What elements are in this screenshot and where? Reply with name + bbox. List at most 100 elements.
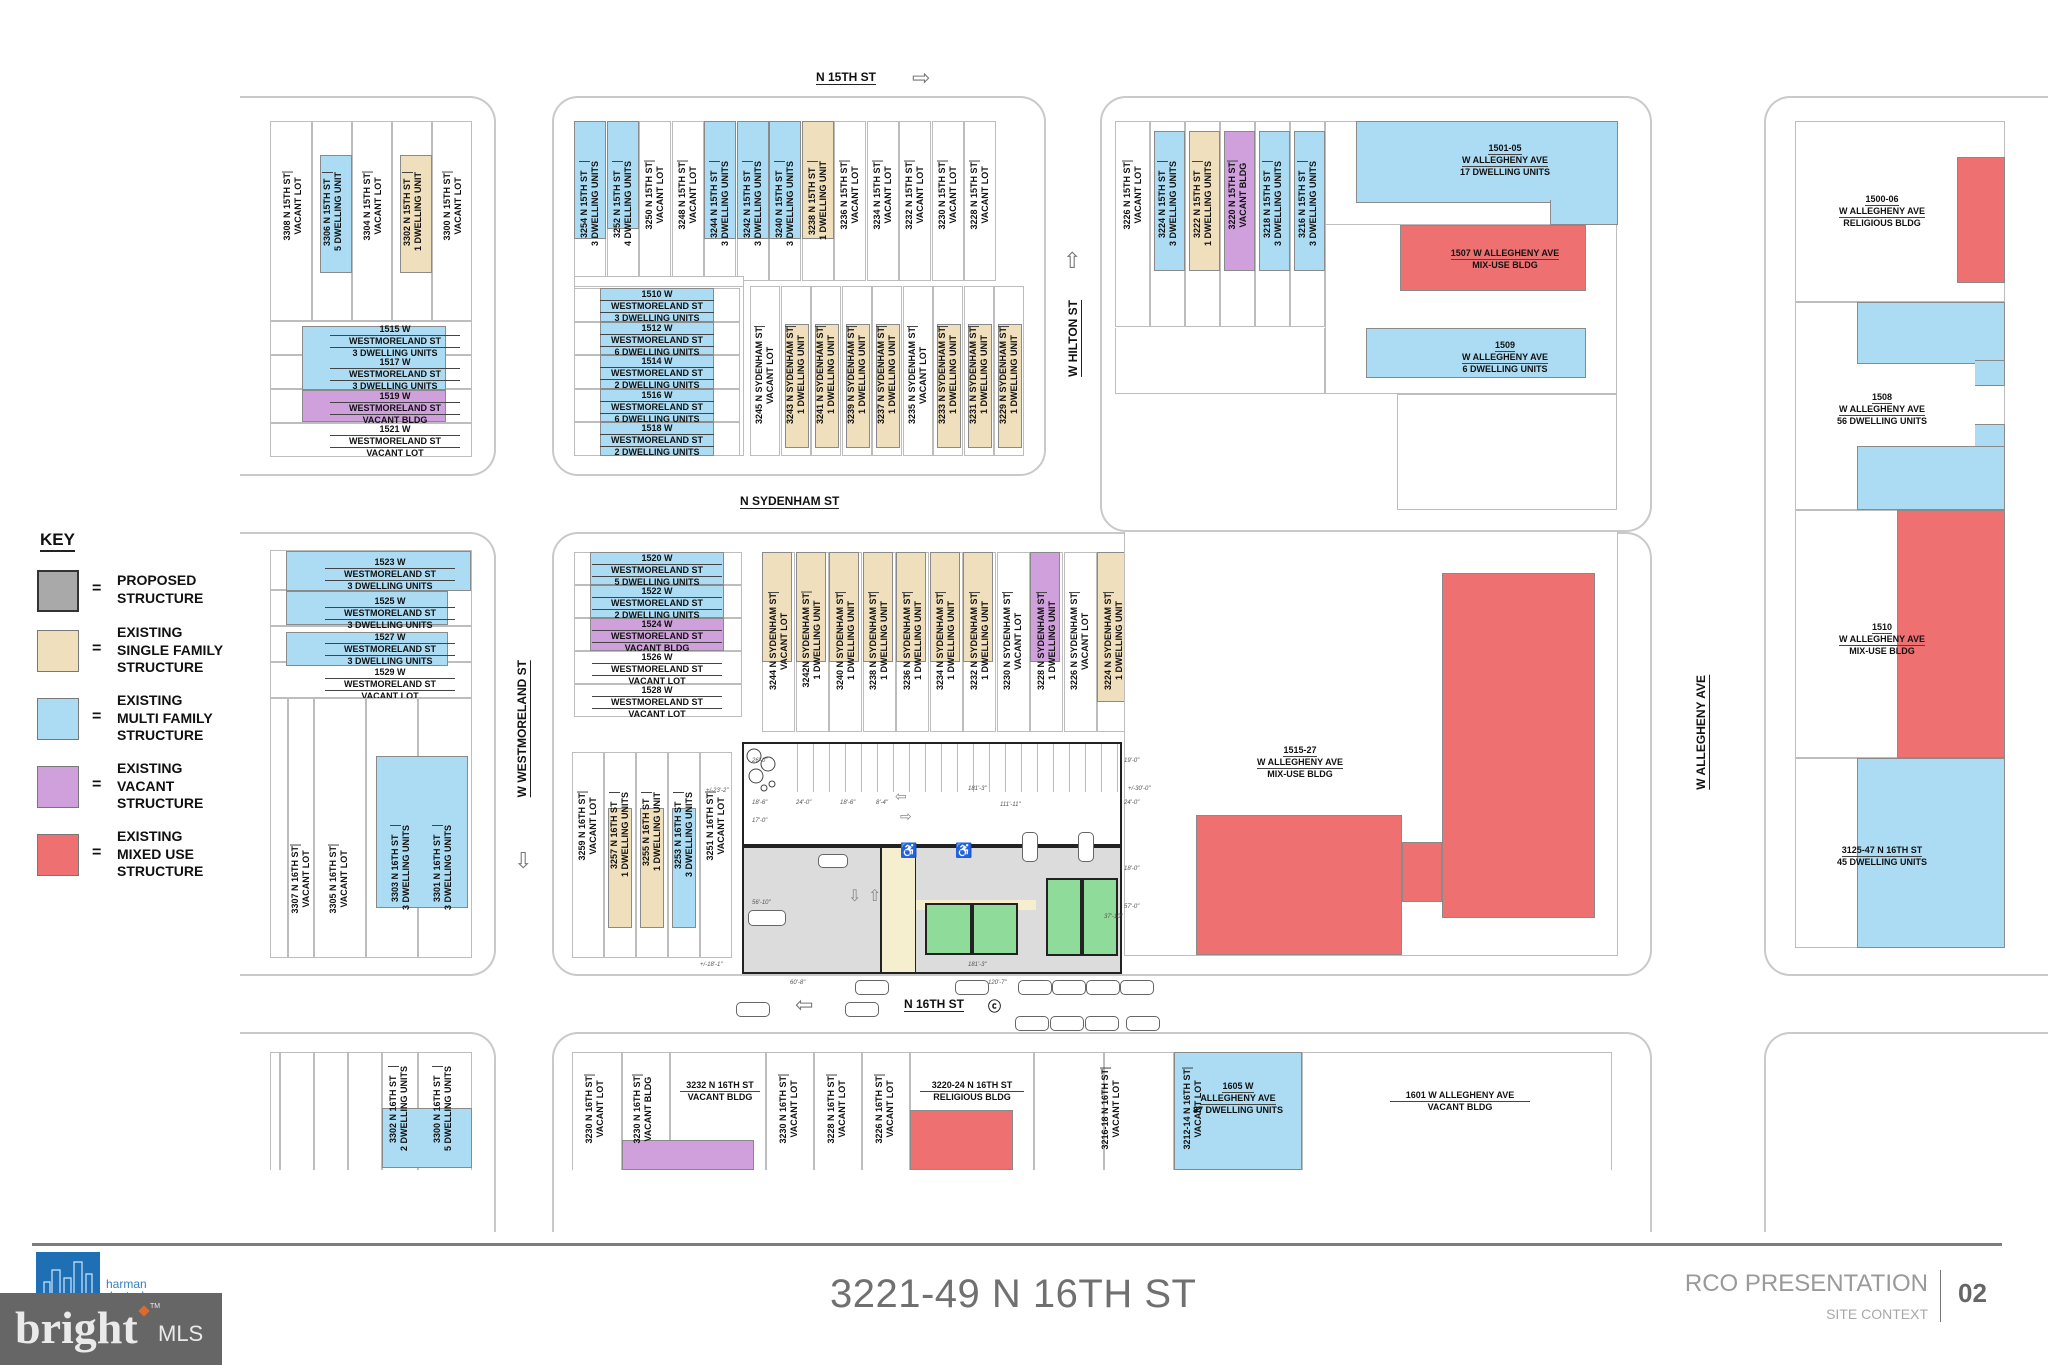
dimension-label: 17'-0": [752, 818, 768, 824]
building-multi-family: [1857, 302, 2005, 364]
car-icon: [1022, 832, 1038, 862]
parcel: [1302, 1052, 1612, 1170]
building-mixed-use: [910, 1110, 1013, 1170]
building-mixed-use: [1957, 157, 2005, 283]
building-mixed-use: [1897, 510, 2005, 758]
building-multi-family: [574, 121, 606, 239]
parcel: [270, 1052, 280, 1170]
key-swatch-vacant: [37, 766, 79, 808]
building-vacant: [302, 390, 446, 422]
building-mixed-use: [1402, 842, 1442, 902]
parcel: [574, 684, 742, 717]
project-title: 3221-49 N 16TH ST: [830, 1272, 1197, 1316]
building-multi-family: [600, 288, 714, 322]
car-icon: [855, 980, 889, 995]
one-way-arrow-up-icon: ⇧: [1063, 248, 1082, 273]
building-multi-family: [1259, 131, 1290, 271]
parcel: [866, 121, 899, 281]
drive-arrow-up-icon: ⇧: [868, 888, 882, 905]
retail-space: [972, 903, 1018, 955]
lobby: [880, 848, 916, 972]
building-multi-family: [600, 388, 714, 422]
building-multi-family: [600, 355, 714, 389]
car-icon: [736, 1002, 770, 1017]
accessible-parking-icon: ♿: [900, 842, 918, 858]
parcel: [862, 1052, 910, 1170]
key-label-multi-family: EXISTING MULTI FAMILY STRUCTURE: [117, 692, 213, 743]
car-icon: [1078, 832, 1094, 862]
building-multi-family: [600, 321, 714, 355]
building-single-family: [896, 552, 926, 662]
car-icon: [748, 910, 786, 926]
building-multi-family: [1154, 131, 1185, 271]
dimension-label: 19'-0": [1124, 758, 1140, 764]
building-multi-family: [1857, 446, 2005, 510]
retail-space: [1046, 878, 1082, 956]
parcel: [899, 121, 931, 281]
building-vacant: [1030, 552, 1060, 662]
parcel: [288, 698, 314, 958]
dimension-label: +/-18'-1": [700, 962, 723, 968]
key-equals: =: [92, 844, 102, 861]
building: [590, 585, 724, 618]
building-single-family: [845, 324, 870, 448]
dimension-label: 24'-0": [796, 800, 812, 806]
retail-space: [925, 903, 972, 955]
parcel: [280, 1052, 314, 1170]
street-label-hilton: W HILTON ST: [1066, 300, 1082, 377]
drive-arrow-left-icon: ⇦: [895, 788, 907, 804]
parcel: [1034, 1052, 1104, 1170]
dimension-label: 26'-0": [752, 758, 768, 764]
building-multi-family: [600, 422, 714, 456]
footer-separator: [1940, 1270, 1941, 1322]
parcel: [572, 752, 604, 958]
key-swatch-multi-family: [37, 698, 79, 740]
building-multi-family: [286, 551, 471, 591]
building-multi-family: [376, 756, 468, 908]
street-label-n-16th: N 16TH ST: [904, 997, 965, 1012]
key-equals: =: [92, 640, 102, 657]
building-single-family: [862, 552, 893, 662]
dimension-label: 57'-0": [1124, 904, 1140, 910]
building: [590, 618, 724, 651]
car-icon: [818, 854, 848, 868]
parcel: [270, 698, 288, 958]
watermark-banner: bright MLS TM: [0, 1293, 222, 1365]
building-single-family: [795, 552, 826, 662]
dimension-label: 120'-7": [988, 980, 1007, 986]
building-single-family: [784, 324, 809, 448]
one-way-arrow-left-icon: ⇦: [795, 992, 814, 1017]
street-label-westmoreland: W WESTMORELAND ST: [515, 660, 531, 798]
key-swatch-mixed-use: [37, 834, 79, 876]
building-multi-family: [320, 155, 352, 273]
dimension-label: +/-23'-2": [706, 788, 729, 794]
parcel: [348, 1052, 382, 1170]
parcel: [639, 121, 671, 281]
building-multi-family: [769, 121, 801, 239]
block-southeast: [1764, 1032, 2048, 1232]
